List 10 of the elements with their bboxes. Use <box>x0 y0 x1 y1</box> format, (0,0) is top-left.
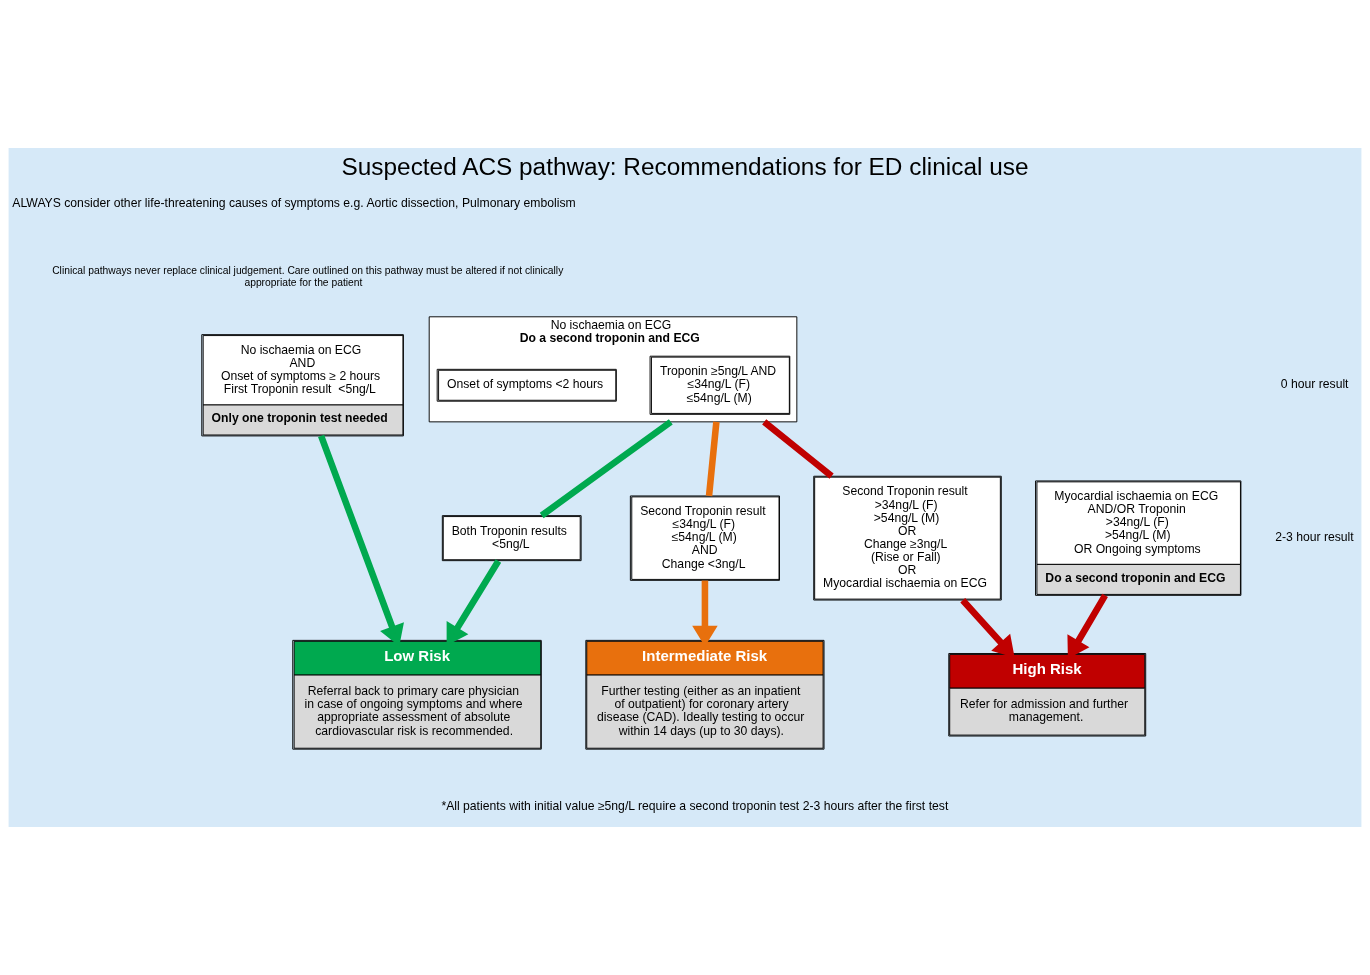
label: *All patients with initial value ≥5ng/L require a second troponin test 2-3 hours after the first test <box>441 798 949 813</box>
label: 0 hour result <box>1280 377 1349 392</box>
connector <box>705 421 720 497</box>
connector <box>539 419 673 519</box>
label: Clinical pathways never replace clinical judgement. Care outlined on this pathway must be altered if not clinically appropriate for the patient <box>52 265 564 288</box>
label: ALWAYS consider other life-threatening causes of symptoms e.g. Aortic dissection, Pulmonary embolism <box>12 195 576 210</box>
connector <box>762 419 834 479</box>
label: 2-3 hour result <box>1275 530 1354 545</box>
arrow <box>960 598 1015 658</box>
diagram-title: Suspected ACS pathway: Recommendations for ED clinical use <box>341 153 1029 181</box>
